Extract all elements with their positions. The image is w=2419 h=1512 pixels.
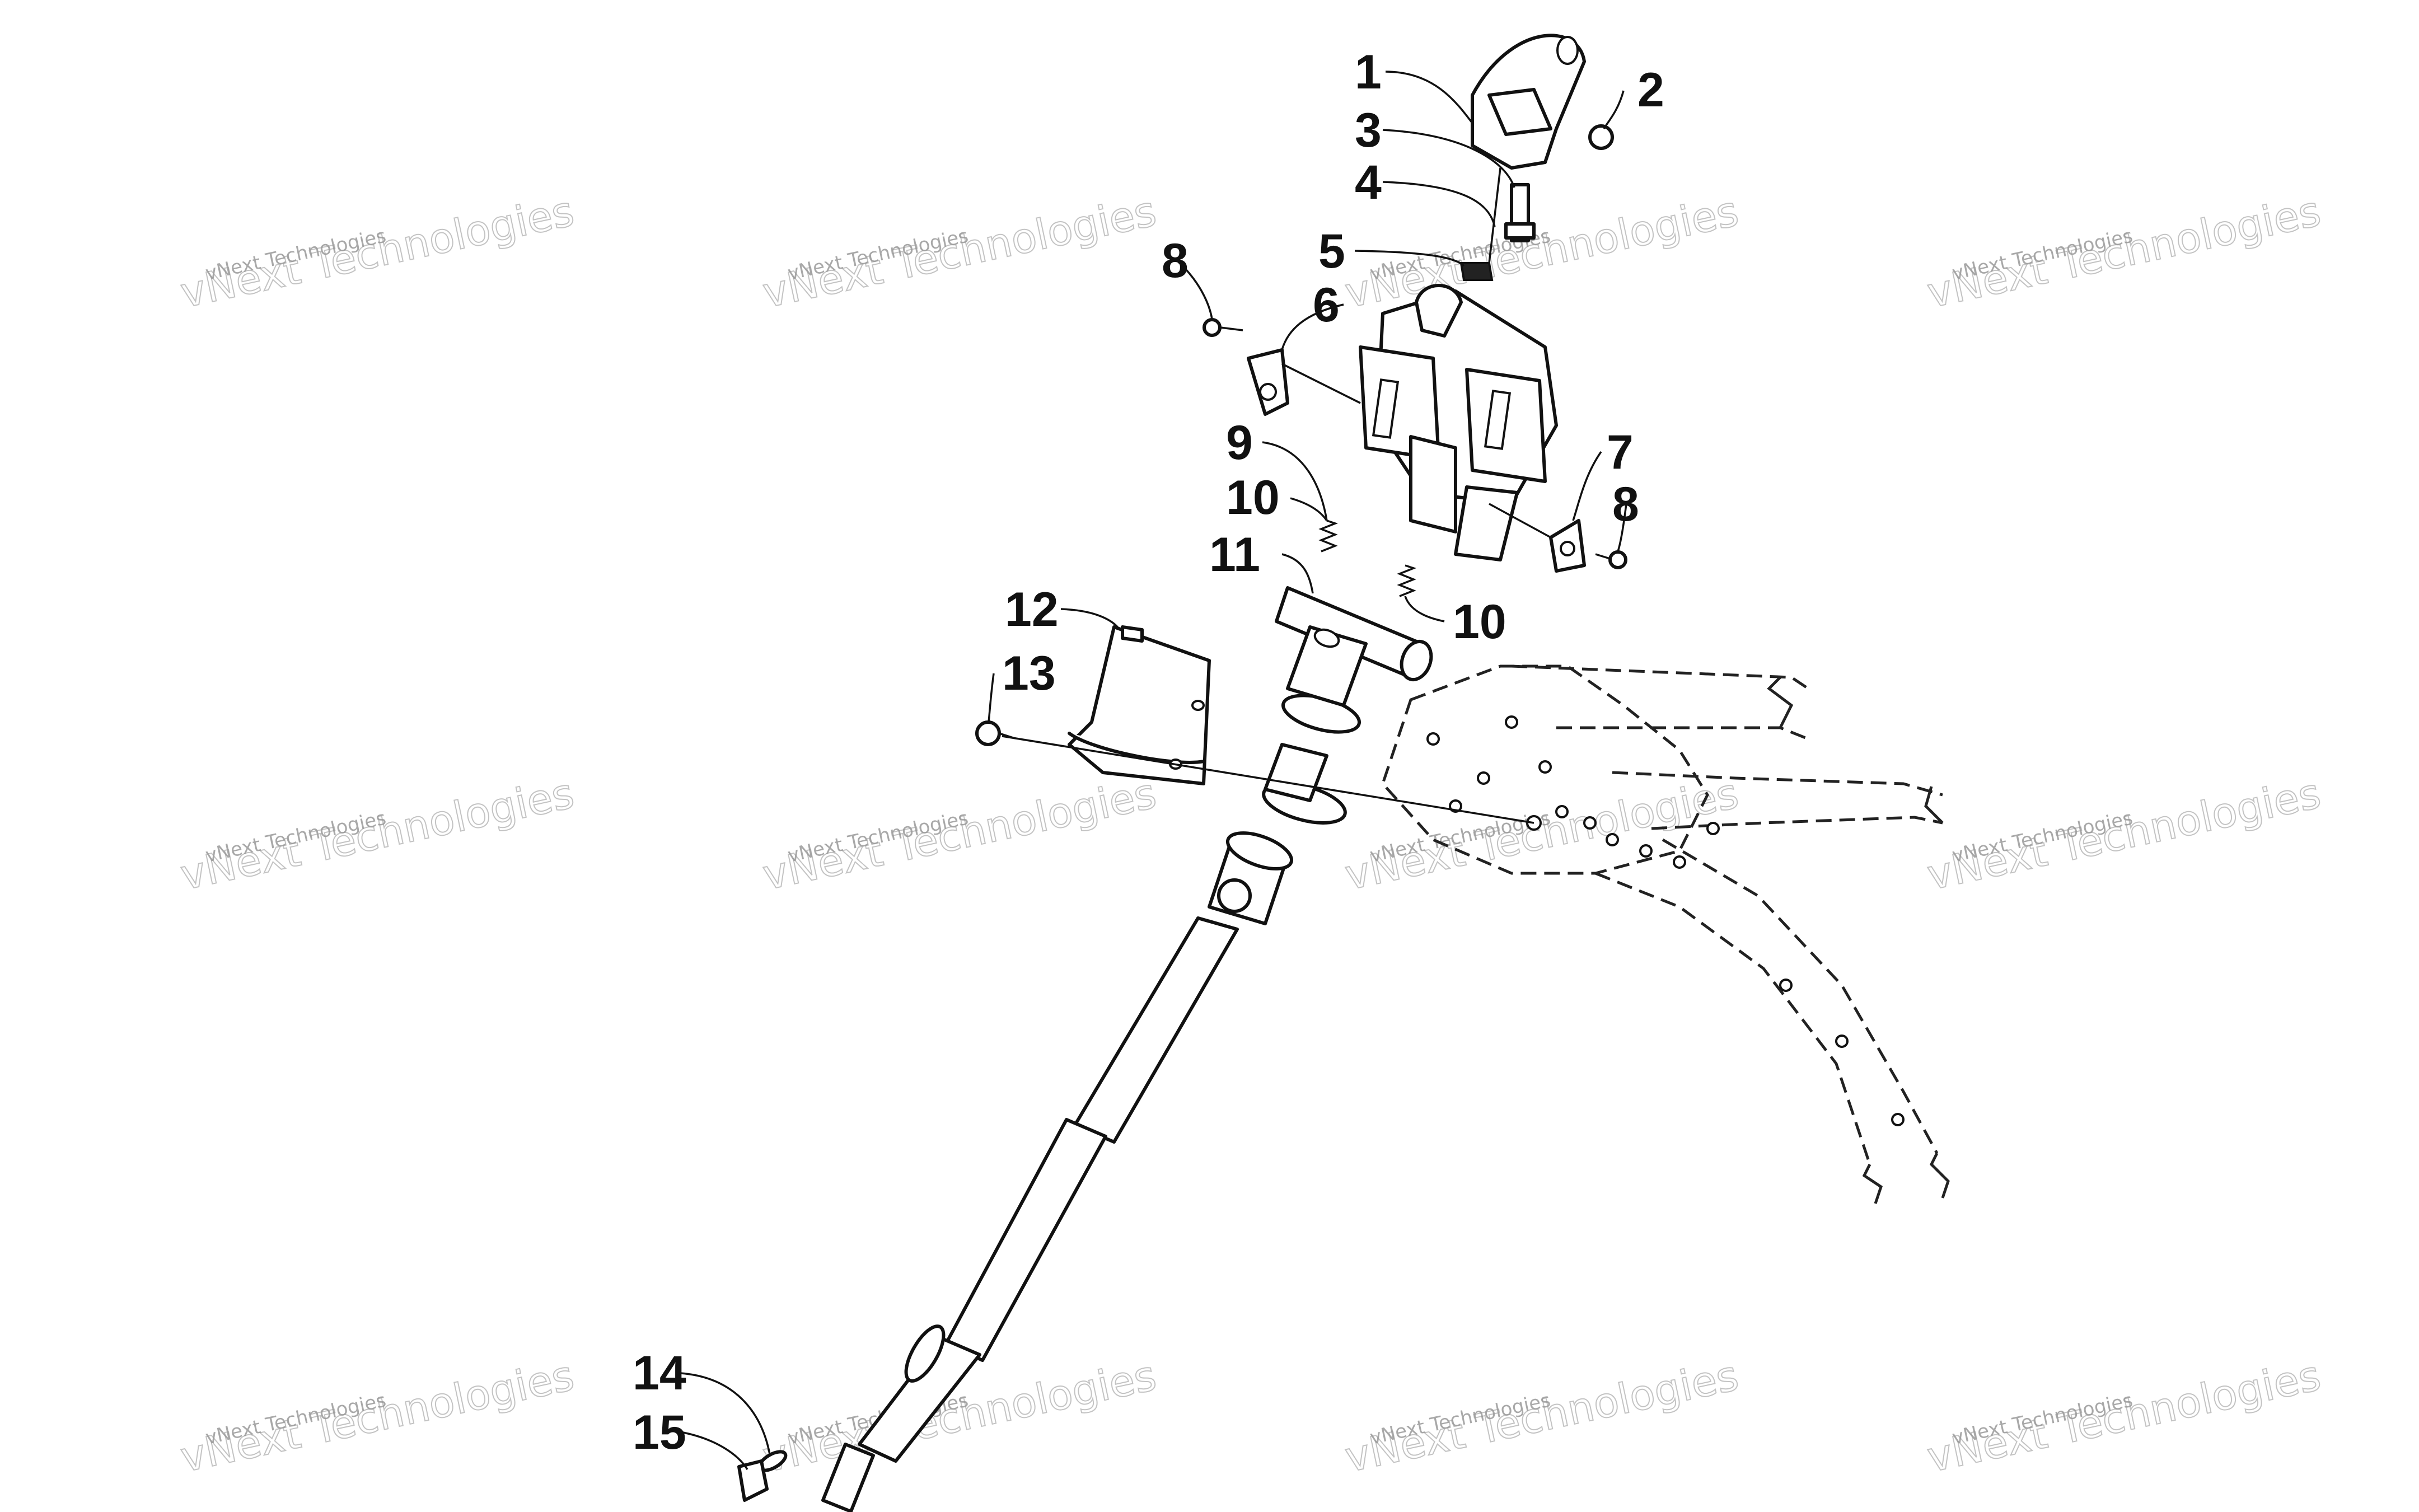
callout-labels: 1 2 3 4 5 6 7 8 8 9 10 10 11 12 13 14 15: [633, 45, 1664, 1459]
callout-7: 7: [1607, 425, 1634, 479]
frame-hole: [1639, 844, 1653, 858]
svg-text:vNext Technologies: vNext Technologies: [1341, 1351, 1742, 1482]
callout-1: 1: [1355, 45, 1382, 99]
part-7-side-bracket: [1549, 519, 1586, 573]
svg-text:vNext Technologies: vNext Technologies: [176, 769, 578, 900]
callout-12: 12: [1005, 583, 1059, 636]
u-joint-cross: [1217, 878, 1252, 913]
part-15-nut: [737, 1459, 769, 1502]
callout-10-lower: 10: [1453, 595, 1506, 649]
callout-2: 2: [1637, 63, 1664, 117]
svg-text:vNext Technologies: vNext Technologies: [176, 1351, 578, 1482]
part-2-bolt: [1588, 124, 1614, 150]
watermark: vNext Technologies vNext Technologies: [1922, 1351, 2325, 1482]
part-6-side-bracket: [1247, 348, 1289, 416]
part-12-cover: [1068, 625, 1211, 785]
callout-6: 6: [1313, 278, 1340, 332]
svg-text:vNext Technologies: vNext Technologies: [1923, 769, 2324, 900]
callout-9: 9: [1226, 416, 1253, 470]
part-8-screw: [1203, 318, 1243, 337]
frame-hole: [1673, 855, 1686, 869]
svg-text:vNext Technologies: vNext Technologies: [1923, 187, 2324, 317]
callout-8-right: 8: [1612, 478, 1639, 531]
callout-14: 14: [633, 1346, 686, 1400]
callout-11: 11: [1209, 528, 1260, 582]
callout-3: 3: [1355, 104, 1382, 157]
watermark: vNext Technologies vNext Technologies: [1922, 769, 2325, 900]
frame-hole: [1779, 979, 1793, 992]
watermark: vNext Technologies vNext Technologies: [1340, 769, 1743, 900]
watermark: vNext Technologies vNext Technologies: [176, 1351, 578, 1482]
svg-text:vNext Technologies: vNext Technologies: [1341, 769, 1742, 900]
watermark: vNext Technologies vNext Technologies: [1340, 1351, 1743, 1482]
part-11-t-connector: [1275, 586, 1433, 707]
assembly-lines: [1002, 167, 1551, 824]
part-5-spacer: [1459, 262, 1494, 281]
svg-text:vNext Technologies: vNext Technologies: [759, 769, 1160, 900]
watermark: vNext Technologies vNext Technologies: [758, 769, 1161, 900]
callout-13: 13: [1002, 647, 1056, 700]
callout-15: 15: [633, 1406, 686, 1459]
vehicle-frame: [1381, 664, 1950, 1204]
svg-text:vNext Technologies: vNext Technologies: [759, 187, 1160, 317]
frame-hole: [1477, 771, 1490, 785]
frame-hole: [1583, 816, 1597, 830]
frame-hole: [1891, 1113, 1905, 1126]
part-10-spring: [1318, 519, 1339, 553]
part-10-spring: [1397, 564, 1417, 597]
part-8-screw: [1595, 550, 1627, 569]
frame-hole: [1706, 822, 1720, 835]
part-13-bolt: [975, 720, 1014, 746]
tilt-bracket-assembly: [1359, 284, 1558, 561]
callout-8-left: 8: [1162, 234, 1189, 288]
svg-text:vNext Technologies: vNext Technologies: [176, 187, 578, 317]
watermark: vNext Technologies vNext Technologies: [176, 186, 578, 318]
frame-hole: [1426, 732, 1440, 746]
shaft-bushings: [1262, 694, 1361, 825]
frame-hole: [1555, 805, 1569, 818]
frame-hole: [1505, 715, 1518, 729]
callout-10-upper: 10: [1226, 471, 1280, 525]
steering-shaft: [821, 831, 1294, 1512]
callout-5: 5: [1318, 224, 1345, 278]
watermark: vNext Technologies vNext Technologies: [176, 769, 578, 900]
watermark: vNext Technologies vNext Technologies: [758, 186, 1161, 318]
callout-leaders: [680, 71, 1627, 1470]
part-1-tilt-lever: [1471, 34, 1586, 242]
frame-hole: [1835, 1034, 1849, 1048]
frame-hole: [1606, 833, 1619, 846]
watermark: vNext Technologies vNext Technologies: [1922, 186, 2325, 318]
svg-text:vNext Technologies: vNext Technologies: [1923, 1351, 2324, 1482]
frame-hole: [1538, 760, 1552, 774]
callout-4: 4: [1355, 156, 1382, 209]
